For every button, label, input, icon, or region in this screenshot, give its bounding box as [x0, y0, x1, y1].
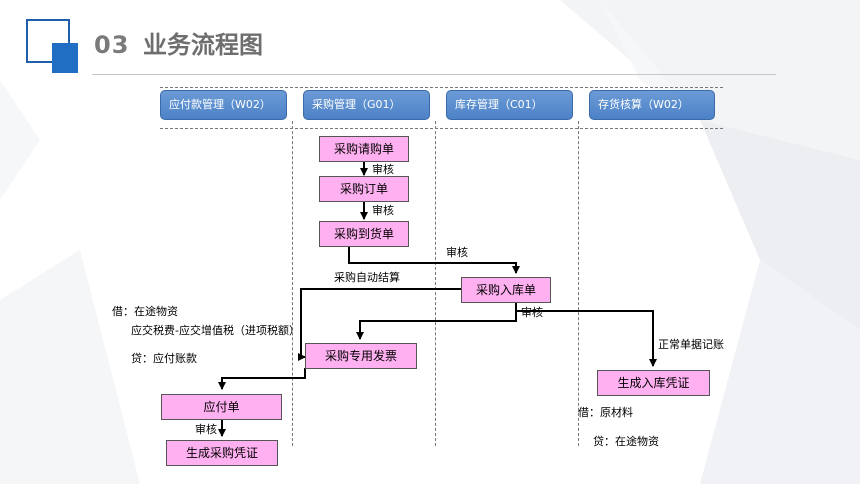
lane-divider-2 [435, 121, 436, 446]
edge-label-review: 审核 [195, 423, 217, 436]
note-credit-payable: 贷：应付账款 [131, 352, 197, 365]
node-purchase-request[interactable]: 采购请购单 [319, 136, 409, 162]
node-purchase-voucher[interactable]: 生成采购凭证 [166, 440, 278, 466]
lane-divider-3 [578, 121, 579, 446]
logo-outline-square [26, 19, 70, 63]
edge-label-review: 审核 [372, 163, 394, 176]
edge-label-review: 审核 [446, 246, 468, 259]
note-debit-transit: 借：在途物资 [112, 305, 178, 318]
edge-label-auto-settle: 采购自动结算 [334, 271, 400, 284]
edge-label-review: 审核 [521, 306, 543, 319]
node-purchase-order[interactable]: 采购订单 [319, 176, 409, 202]
lane-header-payables[interactable]: 应付款管理（W02） [160, 90, 287, 120]
note-tax-line: 应交税费-应交增值税（进项税额） [131, 324, 300, 337]
lane-header-divider [160, 128, 723, 129]
edge-label-review: 审核 [372, 204, 394, 217]
node-payable[interactable]: 应付单 [161, 394, 282, 420]
node-purchase-arrival[interactable]: 采购到货单 [319, 221, 409, 247]
page-title: 业务流程图 [143, 31, 263, 59]
lane-top-divider [160, 87, 723, 88]
node-purchase-invoice[interactable]: 采购专用发票 [305, 343, 417, 369]
lane-header-inventory-accounting[interactable]: 存货核算（W02） [589, 90, 715, 120]
note-credit-transit: 贷：在途物资 [593, 435, 659, 448]
section-number: 03 [94, 31, 130, 59]
title-divider [92, 74, 776, 75]
lane-header-purchasing[interactable]: 采购管理（G01） [303, 90, 430, 120]
lane-divider-1 [292, 121, 293, 446]
edge-label-normal-bookkeeping: 正常单据记账 [658, 338, 724, 351]
node-purchase-receipt[interactable]: 采购入库单 [461, 277, 551, 303]
node-receipt-voucher[interactable]: 生成入库凭证 [597, 370, 710, 396]
lane-header-inventory[interactable]: 库存管理（C01） [446, 90, 573, 120]
note-debit-material: 借：原材料 [578, 406, 633, 419]
logo-filled-square [52, 43, 78, 73]
